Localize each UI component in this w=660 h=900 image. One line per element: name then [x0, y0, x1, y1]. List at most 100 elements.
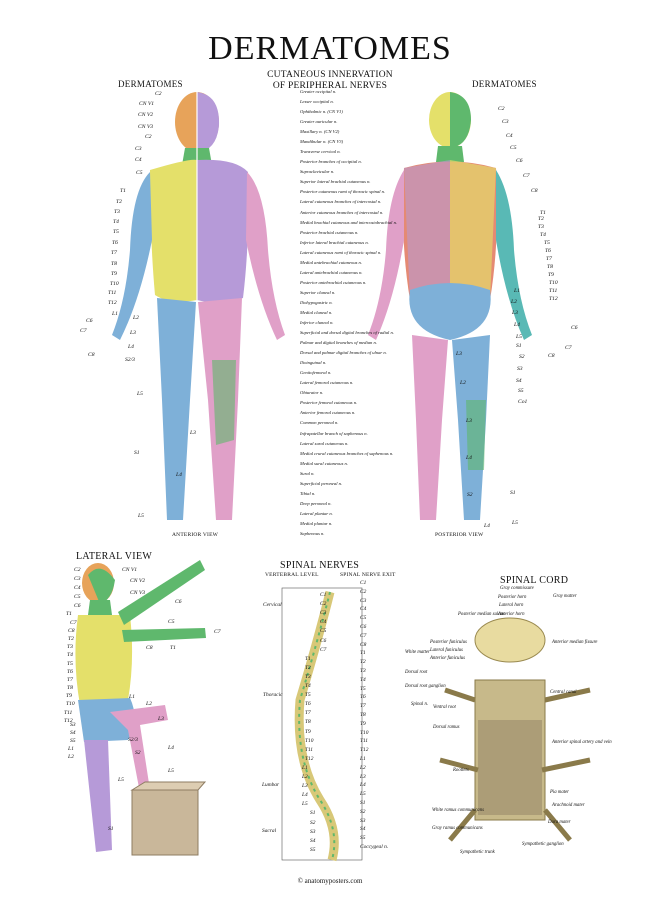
lateral-arm-label: C5	[168, 619, 175, 625]
footer: © anatomyposters.com	[297, 877, 363, 885]
posterior-figure	[368, 92, 532, 520]
nerve-exit-label: C8	[360, 641, 367, 648]
peripheral-nerve-label: Superior cluneal n.	[300, 289, 336, 295]
spinal-cord-label: Central canal	[550, 690, 577, 695]
anterior-dermatome-label: T9	[111, 271, 117, 277]
lateral-dermatome-label: S4	[70, 730, 76, 736]
vertebra-label: T8	[305, 719, 311, 726]
anterior-dermatome-label: S1	[134, 450, 140, 456]
lateral-dermatome-label: T1	[66, 611, 72, 617]
nerve-exit-label: T7	[360, 703, 366, 710]
anterior-dermatome-label: T10	[110, 281, 119, 287]
posterior-dermatome-label: C2	[498, 106, 505, 112]
posterior-dermatome-label: T3	[538, 224, 544, 230]
anterior-dermatome-label: T8	[111, 261, 117, 267]
nerve-exit-label: S1	[360, 800, 366, 806]
lateral-dermatome-label: S1	[108, 826, 114, 832]
lateral-arm-label: C8	[146, 645, 153, 651]
vertebra-label: T2	[305, 664, 311, 671]
posterior-dermatome-label: T6	[545, 248, 551, 254]
vertebra-label: T4	[305, 683, 311, 689]
nerve-exit-label: L5	[360, 791, 366, 798]
spinal-region-label: Lumbar	[262, 782, 280, 788]
spinal-cord-label: Dura mater	[548, 820, 571, 825]
anterior-dermatome-label: C8	[88, 352, 95, 358]
anterior-dermatome-label: T11	[108, 290, 117, 296]
spinal-cord-label: White matter	[405, 650, 430, 655]
anterior-dermatome-label: CN V1	[139, 101, 155, 107]
peripheral-nerve-label: Posterior brachial cutaneous n.	[300, 229, 359, 235]
anterior-dermatome-label: T7	[111, 250, 117, 256]
lateral-dermatome-label: S2	[135, 750, 141, 756]
spinal-cord-label: Lateral funiculus	[430, 648, 463, 653]
anterior-dermatome-label: T1	[120, 188, 126, 194]
lateral-dermatome-label: T7	[67, 677, 73, 683]
peripheral-nerve-label: Lateral cutaneous branches of intercosta…	[300, 199, 382, 205]
peripheral-nerve-label: Sural n.	[300, 470, 315, 476]
posterior-dermatome-label: L5	[512, 520, 518, 526]
posterior-dermatome-label: L3	[466, 418, 472, 424]
spinal-cord-label: Spinal n.	[411, 702, 429, 707]
cord-nerves	[439, 687, 591, 842]
posterior-dermatome-label: C8	[548, 353, 555, 359]
vertebra-label: T12	[305, 755, 314, 762]
cord-dura	[478, 720, 542, 815]
vertebra-label: S3	[310, 828, 316, 835]
peripheral-nerve-label: Genitofemoral n.	[300, 370, 332, 376]
peripheral-nerve-label: Obturator n.	[300, 390, 324, 396]
nerve-exit-label: C6	[360, 624, 367, 630]
nerve-exit-label: C4	[360, 606, 367, 613]
lateral-dermatome-label: T10	[66, 701, 75, 707]
anterior-caption: ANTERIOR VIEW	[172, 532, 219, 538]
anterior-dermatome-label: T2	[116, 199, 122, 205]
peripheral-nerve-label: Medial crural cutaneous branches of saph…	[300, 450, 394, 456]
lateral-dermatome-label: T8	[67, 685, 73, 691]
peripheral-nerve-label: Common peroneal n.	[300, 420, 339, 426]
peripheral-nerve-label: Posterior cutaneous rami of thoracic spi…	[300, 189, 386, 195]
spinal-cord-label: Gray ramus communicans	[432, 826, 483, 831]
peripheral-nerve-label: Lateral femoral cutaneous n.	[300, 380, 354, 386]
peripheral-nerve-label: Medial plantar n.	[300, 520, 333, 526]
lateral-dermatome-label: L2	[146, 701, 152, 707]
lateral-arm-label: C7	[214, 629, 221, 635]
nerve-exit-label: L1	[360, 756, 366, 762]
lateral-dermatome-label: S2/3	[128, 737, 138, 743]
spinal-cord-label: Pia mater	[550, 790, 570, 795]
vertebra-label: T11	[305, 746, 313, 753]
vertebra-label: L5	[302, 801, 308, 808]
anterior-dermatome-label: T3	[114, 209, 120, 215]
spinal-cord-label: Dorsal ramus	[433, 725, 460, 730]
posterior-dermatome-label: L4	[514, 322, 520, 328]
nerve-exit-label: C7	[360, 632, 367, 639]
lateral-arm-label: C6	[175, 599, 182, 605]
posterior-dermatome-label: L3	[512, 310, 518, 316]
spinal-cord-illustration	[439, 617, 591, 842]
lateral-figure	[75, 560, 207, 856]
lateral-head-green	[88, 568, 115, 604]
nerve-exit-label: C1	[360, 580, 367, 586]
left-header: DERMATOMES	[118, 79, 183, 89]
lateral-dermatome-label: CN V3	[130, 590, 146, 596]
nerve-exit-label: S4	[360, 826, 366, 833]
anterior-face-right	[197, 92, 220, 153]
posterior-dermatome-label: T4	[540, 232, 546, 238]
nerve-exit-label: S5	[360, 835, 366, 842]
peripheral-nerve-label: Lateral cutaneous rami of thoracic spina…	[300, 249, 382, 255]
nerve-exit-label: T10	[360, 729, 369, 736]
anterior-dermatome-label: L3	[130, 330, 136, 336]
posterior-dermatome-label: T9	[548, 272, 554, 278]
cord-cross-section	[474, 617, 546, 663]
subtitle-line1: CUTANEOUS INNERVATION	[267, 70, 393, 80]
posterior-dermatome-label: T7	[546, 256, 552, 262]
vertebra-label: L3	[302, 783, 308, 790]
posterior-dermatome-label: S1	[516, 343, 522, 349]
posterior-dermatome-label: C5	[510, 145, 517, 151]
peripheral-nerve-label: Tibial n.	[300, 490, 316, 496]
nerve-exit-label: S2	[360, 808, 366, 815]
spinal-cord-label: Gray matter	[553, 594, 577, 599]
peripheral-nerve-label: Posterior branches of occipital n.	[300, 159, 362, 165]
lateral-dermatome-label: T2	[68, 636, 74, 642]
peripheral-nerve-label: Superficial and dorsal digital branches …	[300, 330, 394, 336]
anterior-arm-right	[246, 172, 285, 340]
lateral-dermatome-label: S3	[70, 722, 76, 728]
